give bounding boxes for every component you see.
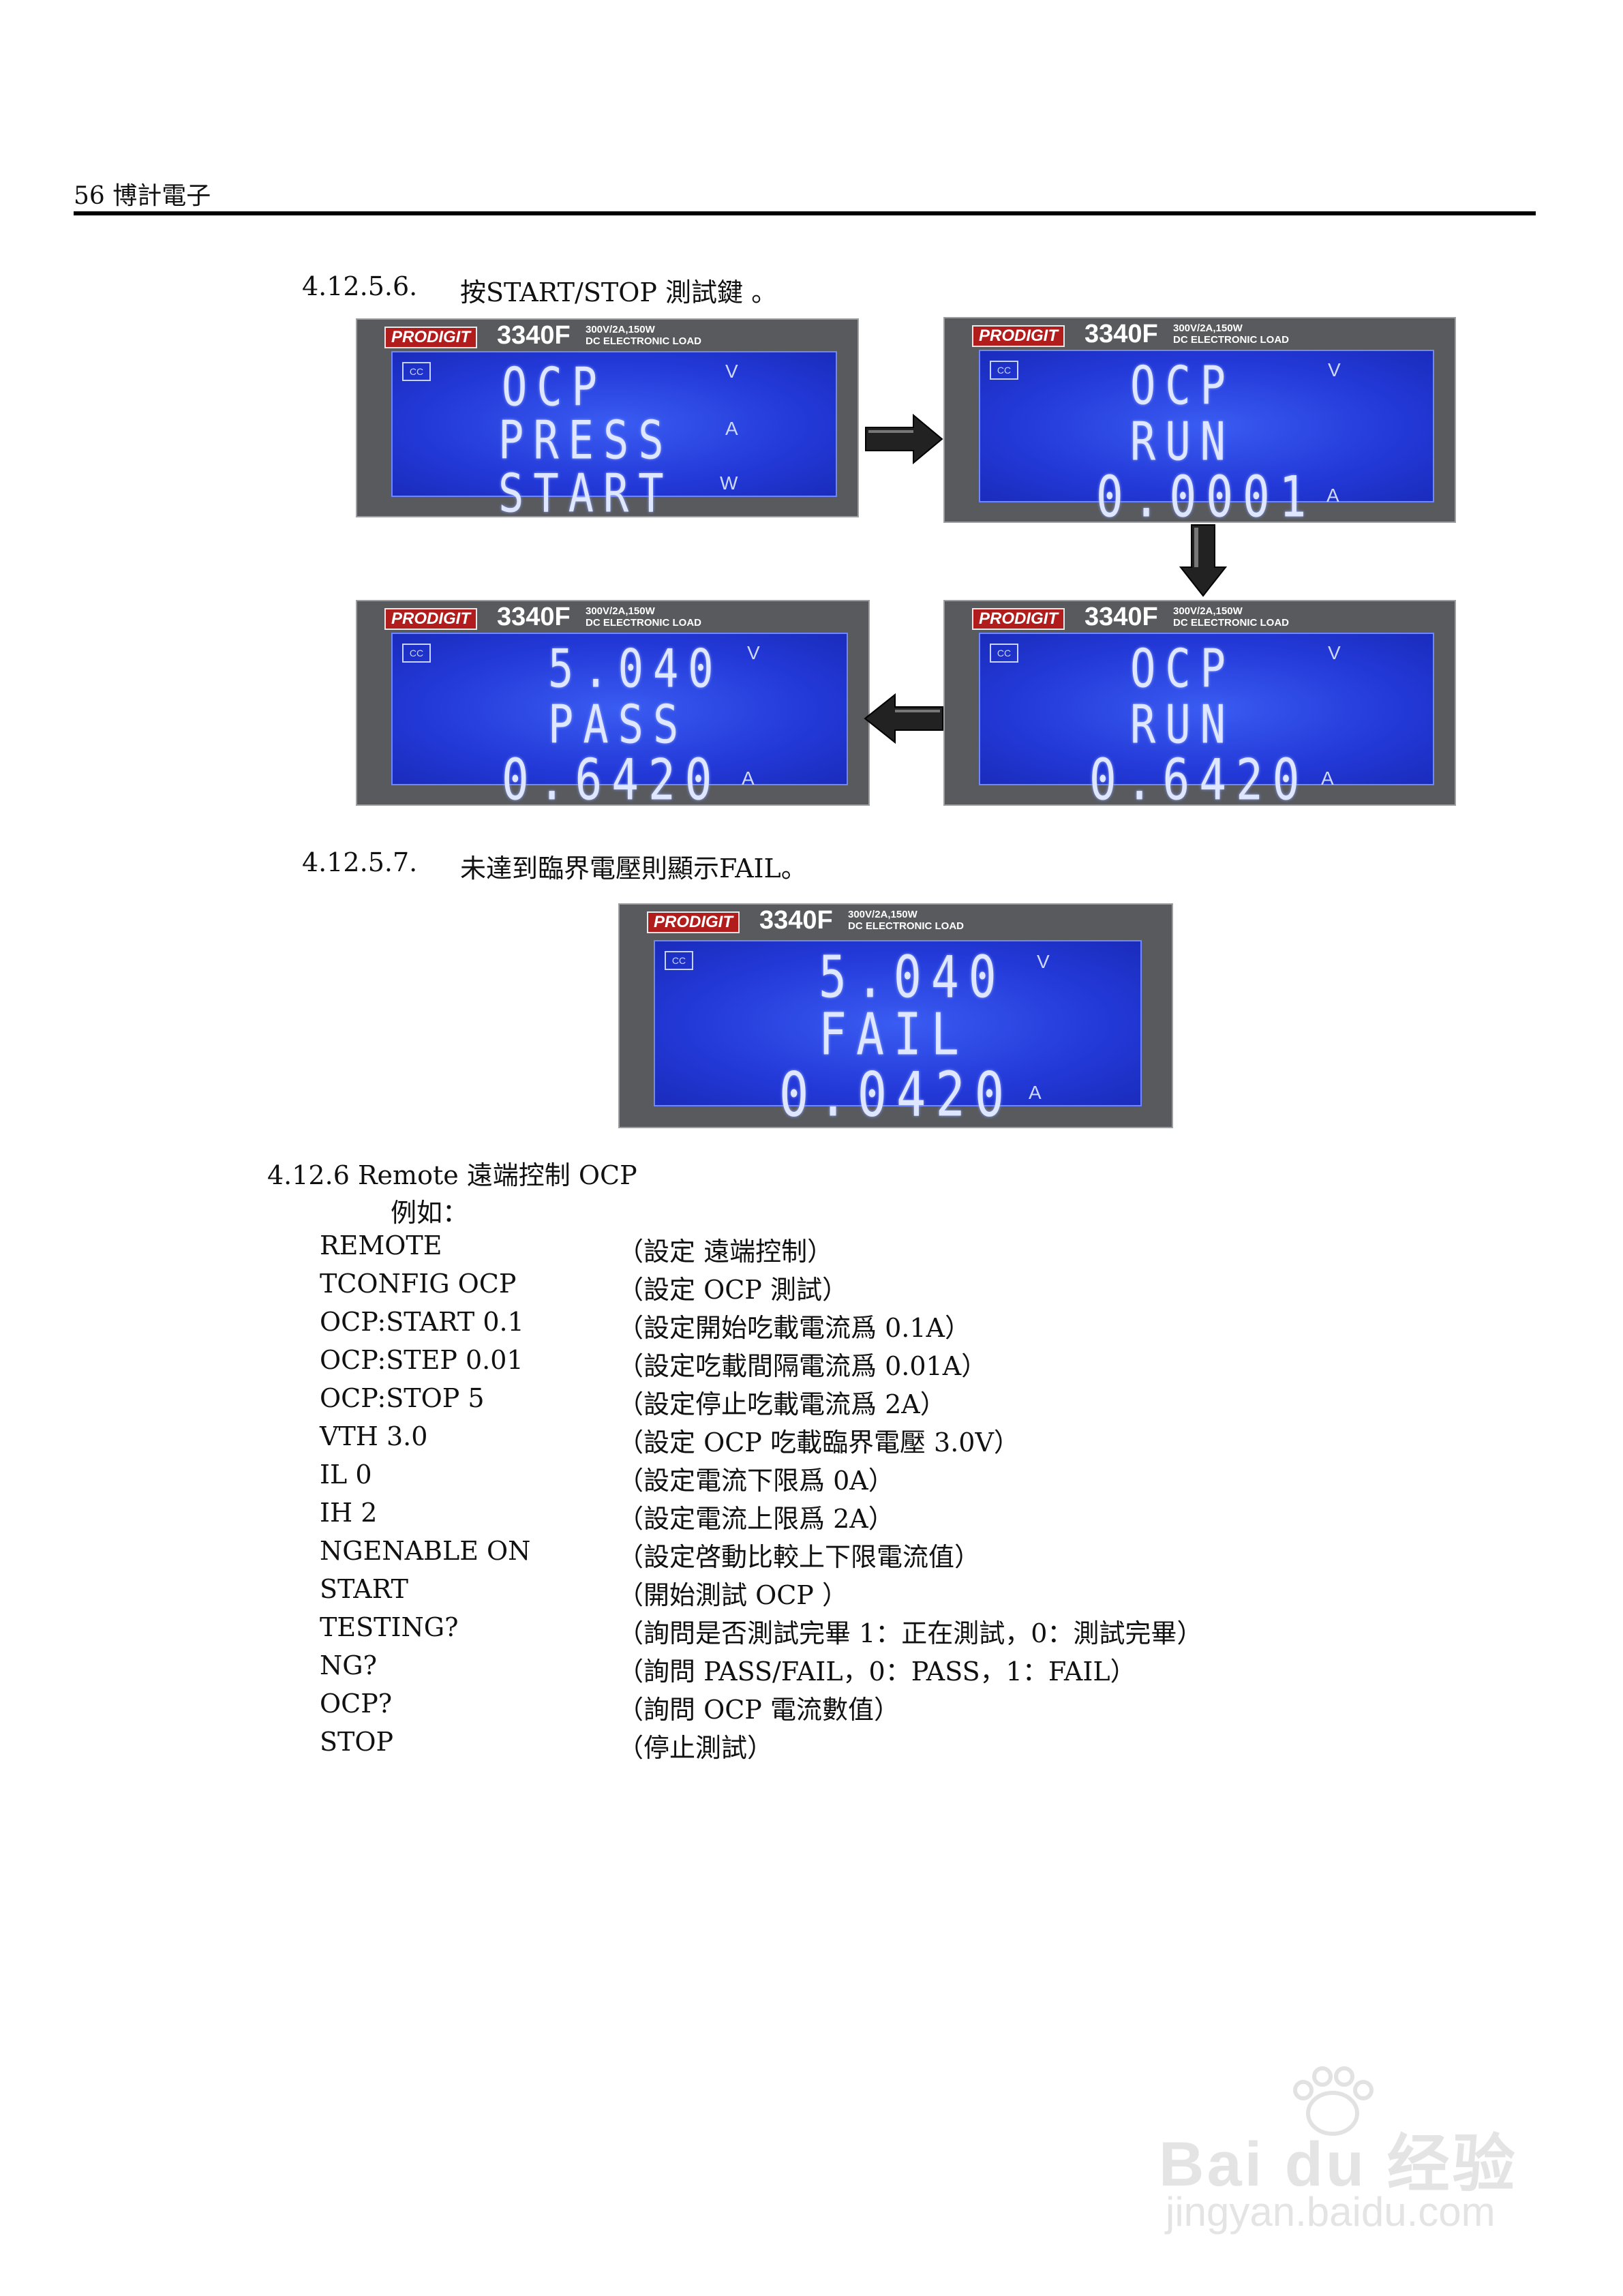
- command-text: OCP:START 0.1: [320, 1307, 524, 1337]
- model-number: 3340F: [1084, 320, 1158, 348]
- lcd-line-1: OCP: [1130, 354, 1235, 417]
- command-text: REMOTE: [320, 1230, 442, 1260]
- lcd-line-3: 0.6420: [502, 747, 722, 813]
- unit-a: A: [1321, 768, 1334, 789]
- command-text: VTH 3.0: [320, 1421, 428, 1451]
- brand-logo: PRODIGIT: [972, 325, 1065, 347]
- brand-logo: PRODIGIT: [647, 911, 740, 933]
- paw-watermark-icon: [1293, 2066, 1374, 2136]
- unit-v: V: [1328, 642, 1341, 663]
- command-text: IH 2: [320, 1498, 378, 1528]
- command-description: （設定 遠端控制）: [618, 1237, 834, 1267]
- unit-a: A: [1029, 1082, 1042, 1103]
- section-label-4-12-5-6: 4.12.5.6.: [302, 271, 418, 301]
- unit-v: V: [747, 642, 760, 663]
- arrow-down-icon: [1179, 524, 1227, 597]
- section-label-4-12-5-7: 4.12.5.7.: [302, 847, 418, 877]
- command-description: （詢問 PASS/FAIL，0：PASS，1：FAIL）: [618, 1657, 1136, 1687]
- command-text: IL 0: [320, 1460, 372, 1490]
- lcd-line-3: 0.6420: [1089, 747, 1309, 813]
- command-text: STOP: [320, 1727, 394, 1757]
- unit-a: A: [742, 768, 755, 789]
- command-description: （詢問 OCP 電流數值）: [618, 1695, 900, 1725]
- lcd-line-1: 5.040: [819, 944, 1006, 1012]
- lcd-line-1: OCP: [502, 355, 607, 419]
- command-description: （詢問是否測試完畢 1：正在測試，0：測試完畢）: [618, 1618, 1203, 1648]
- command-description: （設定開始吃載電流爲 0.1A）: [618, 1313, 971, 1343]
- unit-a: A: [1326, 485, 1339, 506]
- lcd-screen: CC OCP PRESS START V A W: [391, 351, 837, 524]
- lcd-line-2: FAIL: [819, 1001, 969, 1069]
- unit-v: V: [1037, 951, 1050, 972]
- command-description: （停止測試）: [618, 1733, 774, 1763]
- lcd-line-2: PASS: [548, 693, 688, 756]
- command-text: OCP:STOP 5: [320, 1383, 485, 1413]
- cc-mode-indicator: CC: [402, 644, 431, 663]
- lcd-screen: CC OCP RUN 0.0001 V A: [979, 350, 1434, 530]
- cc-mode-indicator: CC: [990, 361, 1018, 380]
- lcd-screen: CC OCP RUN 0.6420 V A: [979, 633, 1434, 813]
- example-label: 例如：: [391, 1198, 469, 1228]
- lcd-line-1: 5.040: [548, 637, 723, 700]
- brand-logo: PRODIGIT: [384, 327, 478, 348]
- unit-a: A: [725, 418, 738, 439]
- remote-heading: 4.12.6 Remote 遠端控制 OCP: [267, 1160, 637, 1190]
- command-text: NGENABLE ON: [320, 1536, 531, 1566]
- command-description: （設定啓動比較上下限電流值）: [618, 1542, 981, 1572]
- lcd-line-2: RUN: [1130, 693, 1235, 756]
- cc-mode-indicator: CC: [665, 951, 693, 970]
- command-text: OCP?: [320, 1689, 393, 1719]
- cc-mode-indicator: CC: [990, 644, 1018, 663]
- baidu-watermark-logo: Bai du 经验: [1159, 2130, 1518, 2199]
- arrow-left-icon: [864, 693, 943, 744]
- arrow-right-icon: [865, 413, 943, 465]
- lcd-line-1: OCP: [1130, 637, 1235, 700]
- page-header: 56 博計電子: [74, 182, 211, 210]
- lcd-line-3: 0.0420: [779, 1058, 1014, 1130]
- command-description: （設定電流下限爲 0A）: [618, 1466, 894, 1496]
- section-text-4-12-5-7: 未達到臨界電壓則顯示FAIL。: [460, 854, 807, 883]
- command-description: （設定電流上限爲 2A）: [618, 1504, 894, 1534]
- header-rule: [74, 211, 1536, 215]
- command-description: （設定 OCP 測試）: [618, 1275, 848, 1305]
- command-text: TESTING?: [320, 1612, 459, 1642]
- lcd-line-2: RUN: [1130, 410, 1235, 473]
- cc-mode-indicator: CC: [402, 362, 431, 381]
- command-description: （設定吃載間隔電流爲 0.01A）: [618, 1351, 988, 1381]
- command-text: START: [320, 1574, 409, 1604]
- brand-logo: PRODIGIT: [972, 608, 1065, 630]
- brand-logo: PRODIGIT: [384, 608, 478, 630]
- lcd-screen: CC 5.040 FAIL 0.0420 V A: [654, 940, 1142, 1130]
- command-description: （開始測試 OCP ）: [618, 1580, 848, 1610]
- command-description: （設定 OCP 吃載臨界電壓 3.0V）: [618, 1428, 1020, 1457]
- command-text: TCONFIG OCP: [320, 1269, 517, 1299]
- command-description: （設定停止吃載電流爲 2A）: [618, 1389, 946, 1419]
- unit-v: V: [1328, 359, 1341, 380]
- lcd-screen: CC 5.040 PASS 0.6420 V A: [391, 633, 848, 813]
- lcd-line-2: PRESS: [498, 408, 673, 472]
- command-text: OCP:STEP 0.01: [320, 1345, 524, 1375]
- model-number: 3340F: [1084, 603, 1158, 631]
- lcd-line-3: START: [498, 462, 673, 525]
- command-text: NG?: [320, 1650, 377, 1680]
- lcd-line-3: 0.0001: [1096, 464, 1316, 530]
- unit-w: W: [720, 472, 738, 494]
- section-text-4-12-5-6: 按START/STOP 測試鍵 。: [460, 277, 778, 307]
- baidu-watermark-url: jingyan.baidu.com: [1166, 2189, 1496, 2235]
- model-number: 3340F: [497, 321, 571, 350]
- model-number: 3340F: [497, 603, 571, 631]
- model-number: 3340F: [759, 906, 833, 935]
- unit-v: V: [725, 361, 738, 382]
